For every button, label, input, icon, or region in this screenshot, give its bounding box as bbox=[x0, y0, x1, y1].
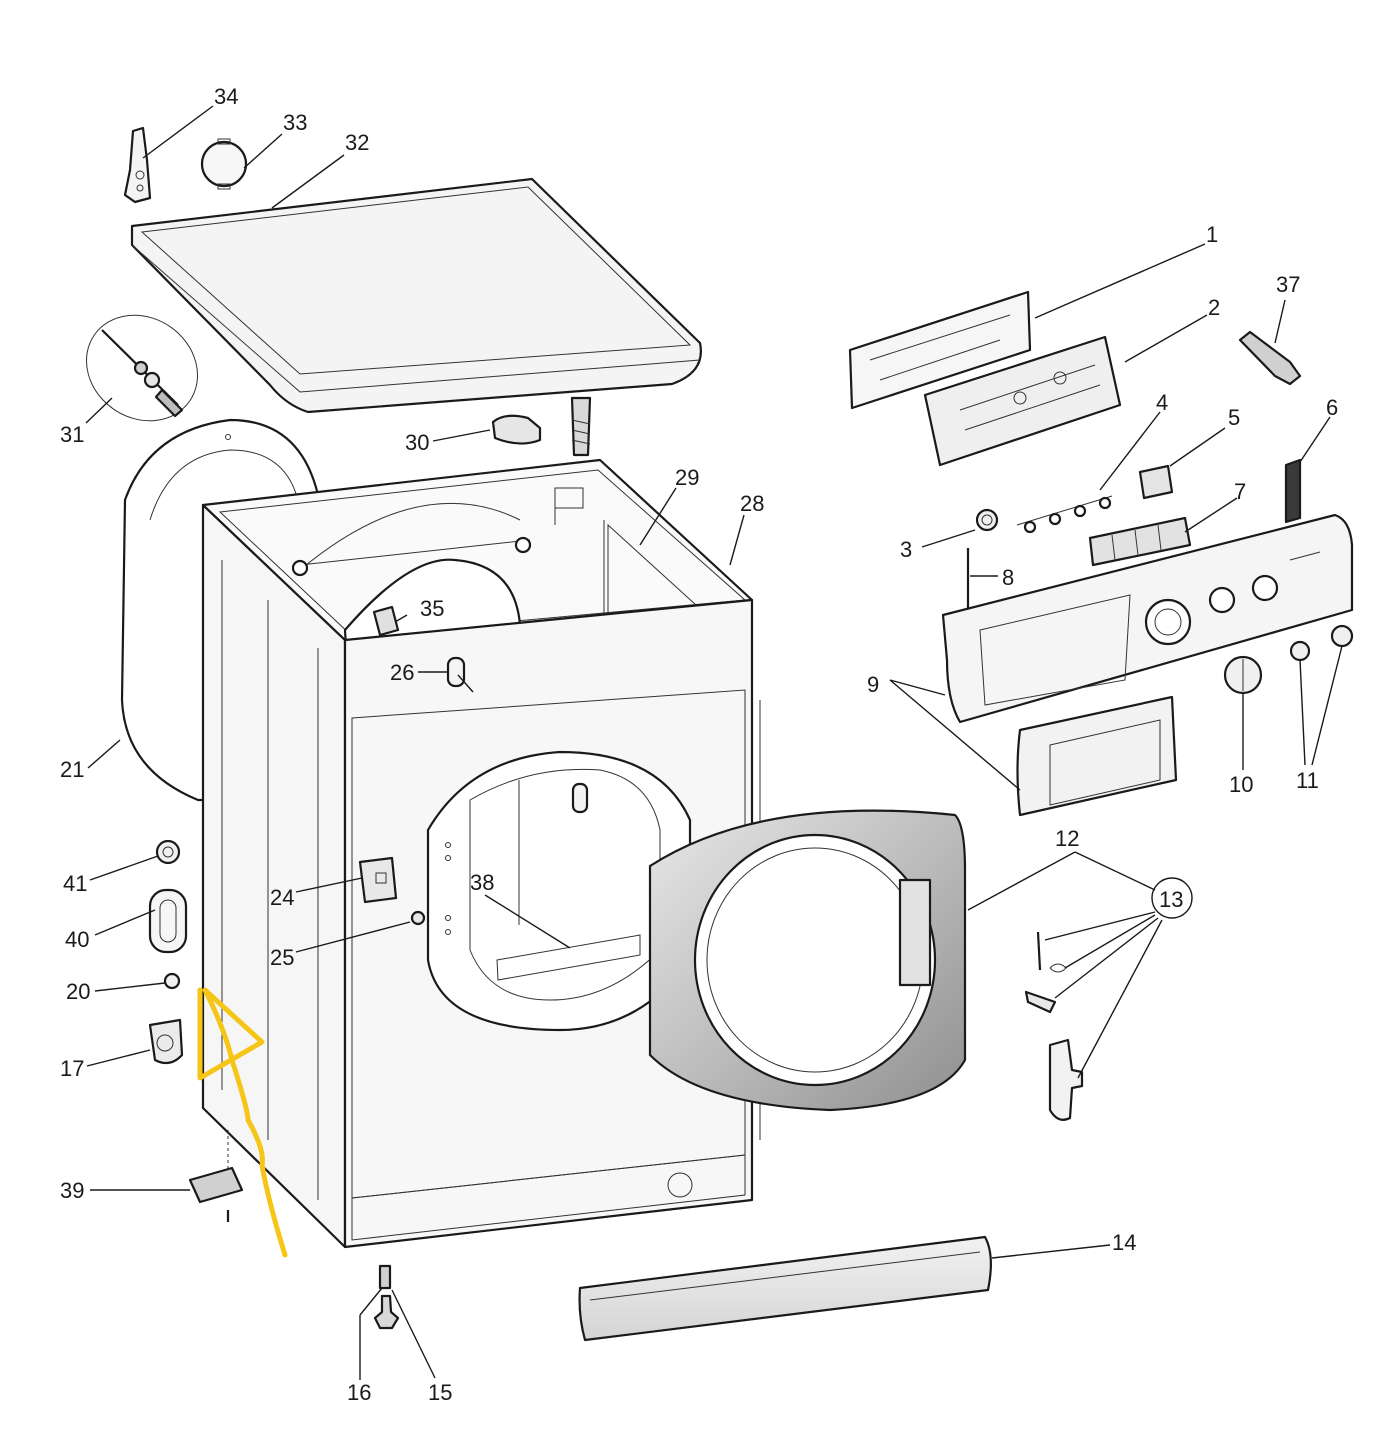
label-34: 34 bbox=[214, 84, 238, 109]
part-38-drum-rib bbox=[571, 782, 589, 814]
part-41-grommet bbox=[155, 839, 181, 865]
part-31-hinge-pin bbox=[86, 314, 198, 422]
part-1-pcb bbox=[848, 290, 1032, 410]
label-28: 28 bbox=[740, 491, 764, 516]
leader-lines bbox=[85, 105, 1343, 1380]
label-17: 17 bbox=[60, 1056, 84, 1081]
part-15-adjustable-foot bbox=[373, 1294, 400, 1330]
label-21: 21 bbox=[60, 757, 84, 782]
part-14-kick-plate bbox=[578, 1235, 992, 1342]
label-40: 40 bbox=[65, 927, 89, 952]
part-5-switch bbox=[1138, 464, 1174, 500]
label-20: 20 bbox=[66, 979, 90, 1004]
label-37: 37 bbox=[1276, 272, 1300, 297]
label-32: 32 bbox=[345, 130, 369, 155]
label-7: 7 bbox=[1234, 479, 1246, 504]
label-35: 35 bbox=[420, 596, 444, 621]
label-5: 5 bbox=[1228, 405, 1240, 430]
highlighter-annotation bbox=[197, 987, 288, 1258]
label-24: 24 bbox=[270, 885, 294, 910]
label-1: 1 bbox=[1206, 222, 1218, 247]
part-20-nut bbox=[163, 972, 181, 990]
label-4: 4 bbox=[1156, 390, 1168, 415]
main-cabinet bbox=[201, 458, 761, 1249]
part-spring bbox=[570, 396, 592, 457]
part-24-door-lock bbox=[358, 856, 398, 904]
label-10: 10 bbox=[1229, 772, 1253, 797]
label-13: 13 bbox=[1159, 887, 1183, 912]
label-6: 6 bbox=[1326, 395, 1338, 420]
part-32-top-lid bbox=[130, 177, 702, 414]
part-13-door-hinge-kit bbox=[1024, 931, 1084, 1121]
part-10-program-knob bbox=[1223, 655, 1263, 695]
part-35-clip bbox=[372, 605, 400, 637]
part-11-knobs bbox=[1289, 624, 1354, 662]
part-labels: 34 33 32 31 21 30 29 28 35 26 24 25 38 4… bbox=[60, 84, 1338, 1405]
label-38: 38 bbox=[470, 870, 494, 895]
label-41: 41 bbox=[63, 871, 87, 896]
label-26: 26 bbox=[390, 660, 414, 685]
label-15: 15 bbox=[428, 1380, 452, 1405]
label-9: 9 bbox=[867, 672, 879, 697]
label-25: 25 bbox=[270, 945, 294, 970]
label-33: 33 bbox=[283, 110, 307, 135]
label-30: 30 bbox=[405, 430, 429, 455]
part-33-round-cap bbox=[200, 138, 248, 190]
part-2-control-module bbox=[923, 335, 1122, 467]
label-2: 2 bbox=[1208, 295, 1220, 320]
part-26-plug bbox=[446, 656, 466, 688]
part-12-door bbox=[648, 809, 967, 1112]
part-7-button-block bbox=[1088, 516, 1192, 567]
part-9-drawer bbox=[1016, 695, 1178, 817]
label-14: 14 bbox=[1112, 1230, 1136, 1255]
label-16: 16 bbox=[347, 1380, 371, 1405]
part-17-pump-cover bbox=[148, 1018, 184, 1065]
part-3-knob-shaft bbox=[975, 508, 999, 532]
part-16-spring bbox=[378, 1264, 392, 1290]
part-39-foot-block bbox=[188, 1130, 244, 1222]
part-34-latch bbox=[123, 126, 152, 204]
part-6-button-strip bbox=[1284, 458, 1302, 524]
part-4-wiring-harness bbox=[1016, 495, 1113, 534]
label-39: 39 bbox=[60, 1178, 84, 1203]
label-11: 11 bbox=[1296, 768, 1319, 793]
part-40-cover bbox=[148, 888, 188, 954]
label-3: 3 bbox=[900, 537, 912, 562]
part-30-hose-clamp bbox=[491, 414, 542, 445]
part-9-control-panel bbox=[941, 513, 1354, 724]
part-37-pin bbox=[1238, 330, 1302, 386]
label-12: 12 bbox=[1055, 826, 1079, 851]
label-8: 8 bbox=[1002, 565, 1014, 590]
label-31: 31 bbox=[60, 422, 84, 447]
label-29: 29 bbox=[675, 465, 699, 490]
part-25-screw bbox=[410, 910, 426, 926]
